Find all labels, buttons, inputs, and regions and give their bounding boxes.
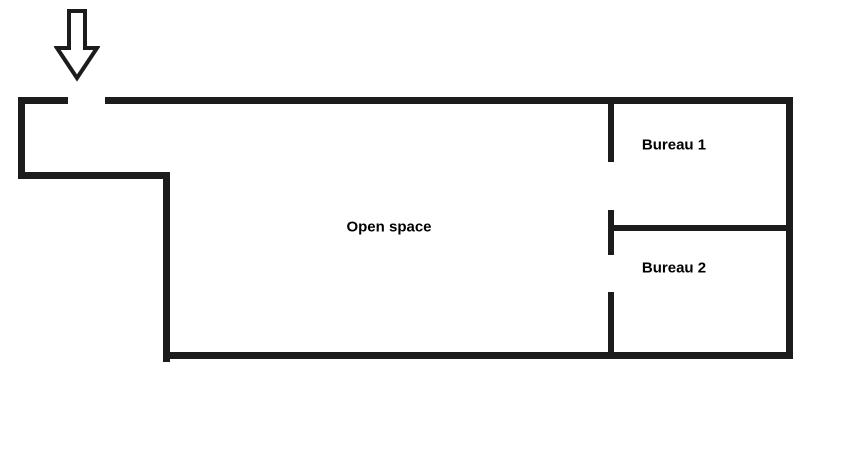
- partition-vertical-top: [608, 100, 614, 162]
- wall-notch-horizontal: [18, 172, 170, 179]
- wall-bottom: [163, 352, 793, 359]
- partition-vertical-middle: [608, 210, 614, 255]
- entrance-down-arrow-icon: [54, 9, 100, 82]
- wall-right: [786, 97, 793, 359]
- wall-left-lower: [163, 172, 170, 362]
- wall-top-main: [105, 97, 793, 104]
- wall-left-upper: [18, 97, 25, 179]
- bureau-2-label: Bureau 2: [641, 259, 707, 277]
- wall-top-left-segment: [18, 97, 68, 104]
- partition-vertical-bottom: [608, 292, 614, 355]
- partition-bureau-divider: [611, 225, 789, 231]
- bureau-1-label: Bureau 1: [641, 136, 707, 154]
- open-space-label: Open space: [346, 218, 432, 236]
